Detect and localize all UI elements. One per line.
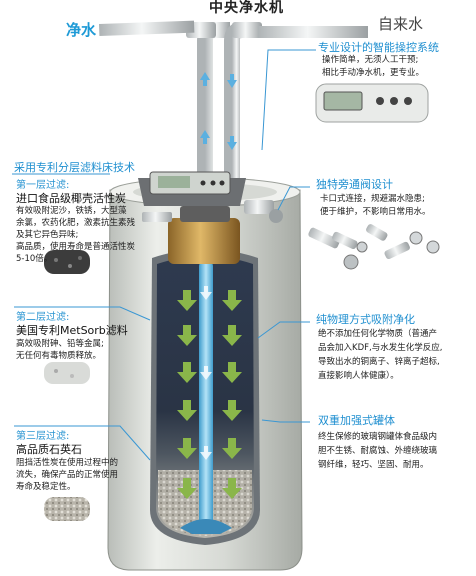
adsorb-heading: 纯物理方式吸附净化 xyxy=(316,313,415,326)
left-heading: 采用专利分层滤料床技术 xyxy=(14,161,135,174)
layer1-line: 有效吸附泥沙，铁锈，大型藻 xyxy=(16,206,127,216)
adsorb-line: 直接影响人体健康）。 xyxy=(318,371,399,381)
control-valve xyxy=(138,171,283,264)
control-line: 操作简单，无须人工干预; xyxy=(322,55,419,65)
leader-lines xyxy=(12,49,316,461)
layer1-line: 高品质，使用寿命是普通活性炭 xyxy=(16,242,136,252)
layer3-line: 阻挡活性炭在使用过程中的 xyxy=(16,458,119,468)
adsorb-line: 导致出水的铜离子、锌离子超标, xyxy=(318,357,440,367)
adsorb-line: 品会加入KDF,与水发生化学反应, xyxy=(318,343,443,353)
bypass-line: 卡口式连接，规避漏水隐患; xyxy=(320,194,425,204)
tank-line: 胆不生锈、耐腐蚀、外缠绕玻璃 xyxy=(318,446,438,456)
layer1-line: 及其它异色异味; xyxy=(16,230,79,240)
quartz-sample xyxy=(44,497,90,521)
bypass-line: 便于维护，不影响日常用水。 xyxy=(320,207,431,217)
layer3-title: 第三层过滤: xyxy=(16,431,70,442)
layer2-line: 高效吸附砷、铅等金属; xyxy=(16,339,104,349)
layer1-line: 5-10倍。 xyxy=(16,254,53,264)
metsorb-sample xyxy=(44,362,90,384)
tank-heading: 双重加强式罐体 xyxy=(318,414,395,427)
layer2-line: 无任何有毒物质释放。 xyxy=(16,351,102,361)
control-line: 相比手动净水机，更专业。 xyxy=(322,68,425,78)
tank-line: 钢纤维，轻巧、坚固、耐用。 xyxy=(318,460,429,470)
bypass-heading: 独特旁通阀设计 xyxy=(316,178,393,191)
carbon-sample xyxy=(44,250,90,274)
tap-water-label: 自来水 xyxy=(378,15,424,33)
layer1-title: 第一层过滤: xyxy=(16,180,70,191)
center-riser-tube xyxy=(180,262,232,534)
flow-arrows-pipes xyxy=(200,72,237,150)
inlet-outlet-pipes xyxy=(99,20,368,230)
control-heading: 专业设计的智能操控系统 xyxy=(318,41,439,54)
layer1-name: 进口食品级椰壳活性炭 xyxy=(16,192,126,205)
bypass-valve-parts xyxy=(308,224,440,270)
layer3-line: 寿命及稳定性。 xyxy=(16,482,76,492)
layer2-name: 美国专利MetSorb滤料 xyxy=(16,324,128,337)
control-panel-image xyxy=(315,83,429,123)
tank-line: 终生保修的玻璃钢罐体食品级内 xyxy=(318,432,438,442)
layer3-name: 高品质石英石 xyxy=(16,443,82,456)
adsorb-line: 绝不添加任何化学物质（普通产 xyxy=(318,329,438,339)
diagram-title: 中央净水机 xyxy=(209,0,284,16)
clean-water-label: 净水 xyxy=(66,21,97,39)
layer3-line: 流失，确保产品的正常使用 xyxy=(16,470,119,480)
media-flow-arrows xyxy=(177,290,242,499)
layer1-line: 余氯，农药化肥，激素抗生素残 xyxy=(16,218,136,228)
layer2-title: 第二层过滤: xyxy=(16,312,70,323)
